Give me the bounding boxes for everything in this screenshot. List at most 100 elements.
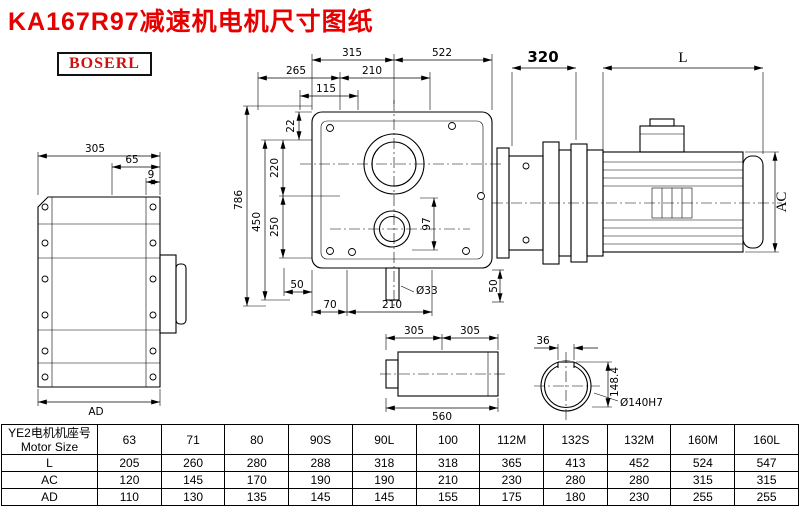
motor-size-label-cn: YE2电机机座号 xyxy=(8,425,91,440)
dim-front-50-right: 50 xyxy=(488,279,500,292)
side-view-bolt-holes xyxy=(41,203,157,381)
dim-bore-36: 36 xyxy=(536,335,550,347)
dim-front-265: 265 xyxy=(286,65,306,77)
motor-size-header-cell: YE2电机机座号 Motor Size xyxy=(1,424,98,455)
dim-front-22: 22 xyxy=(285,119,297,132)
motor-assembly-view xyxy=(492,118,782,265)
boserl-logo-text: BOSERL xyxy=(69,55,140,72)
motor-size-col-header: 132S xyxy=(543,424,608,455)
dimension-cell: 280 xyxy=(224,454,290,472)
dimension-cell: 205 xyxy=(97,454,162,472)
front-view-dimensions: 315 522 265 210 115 786 450 22 220 250 9… xyxy=(233,47,504,316)
dimension-cell: 175 xyxy=(479,488,545,506)
dimension-cell: 230 xyxy=(606,488,672,506)
dimension-cell: 318 xyxy=(351,454,417,472)
dim-shaft-305-left: 305 xyxy=(404,325,424,337)
dim-front-97: 97 xyxy=(421,217,433,230)
motor-size-col-header: 160M xyxy=(670,424,736,455)
dimension-cell: 365 xyxy=(479,454,545,472)
dimension-cell: 280 xyxy=(543,471,608,489)
dimension-cell: 280 xyxy=(606,471,672,489)
dim-front-33: Ø33 xyxy=(416,285,438,297)
motor-size-col-header: 63 xyxy=(97,424,162,455)
dimension-cell: 315 xyxy=(734,471,799,489)
front-view xyxy=(300,100,504,308)
side-view-dimensions: 305 65 9 AD xyxy=(37,143,161,418)
dimension-cell: 145 xyxy=(351,488,417,506)
dimension-cell: 130 xyxy=(160,488,226,506)
dimension-cell: 135 xyxy=(224,488,290,506)
dim-front-50-left: 50 xyxy=(290,279,303,291)
dim-motor-AC: AC xyxy=(774,192,790,213)
dim-front-315: 315 xyxy=(342,47,362,59)
dim-front-115: 115 xyxy=(316,83,336,95)
dimension-cell: 315 xyxy=(670,471,736,489)
technical-drawing: 305 65 9 AD xyxy=(37,47,790,423)
terminal-box xyxy=(639,118,685,153)
dim-front-210-top: 210 xyxy=(362,65,382,77)
motor-size-col-header: 112M xyxy=(479,424,545,455)
motor-size-col-header: 90S xyxy=(288,424,353,455)
bore-dimensions: 36 148.4 Ø140H7 xyxy=(534,335,663,409)
bore-view xyxy=(534,352,600,420)
motor-size-col-header: 71 xyxy=(160,424,226,455)
dimension-cell: 155 xyxy=(415,488,481,506)
motor-size-label-en: Motor Size xyxy=(20,439,79,454)
motor-size-col-header: 160L xyxy=(734,424,799,455)
row-label: AC xyxy=(1,471,98,489)
dim-side-65: 65 xyxy=(125,154,138,166)
side-view xyxy=(37,196,187,388)
front-view-bolt-holes xyxy=(326,122,485,256)
motor-size-col-header: 132M xyxy=(606,424,672,455)
motor-size-col-header: 100 xyxy=(415,424,481,455)
boserl-logo: BOSERL xyxy=(57,52,152,76)
dim-side-9: 9 xyxy=(148,169,155,181)
dim-motor-L: L xyxy=(678,50,687,66)
dimension-cell: 190 xyxy=(351,471,417,489)
dim-shaft-560: 560 xyxy=(432,411,452,423)
dimension-cell: 547 xyxy=(734,454,799,472)
dimension-cell: 120 xyxy=(97,471,162,489)
dim-front-70: 70 xyxy=(323,299,336,311)
dim-front-220: 220 xyxy=(269,158,281,178)
dimension-cell: 145 xyxy=(160,471,226,489)
dim-front-210-bottom: 210 xyxy=(382,299,402,311)
dimension-cell: 230 xyxy=(479,471,545,489)
dim-shaft-305-right: 305 xyxy=(460,325,480,337)
dim-front-250: 250 xyxy=(269,217,281,237)
dim-motor-320: 320 xyxy=(527,48,558,66)
dimension-cell: 413 xyxy=(543,454,608,472)
row-label: L xyxy=(1,454,98,472)
dimension-cell: 190 xyxy=(288,471,353,489)
shaft-view xyxy=(380,351,506,397)
motor-dimensions: 320 L AC xyxy=(511,48,790,253)
dimension-cell: 524 xyxy=(670,454,736,472)
row-label: AD xyxy=(1,488,98,506)
dimension-cell: 255 xyxy=(670,488,736,506)
dimension-cell: 210 xyxy=(415,471,481,489)
dimension-cell: 145 xyxy=(288,488,353,506)
dim-side-AD: AD xyxy=(88,406,103,418)
dim-bore-140H7: Ø140H7 xyxy=(620,397,663,409)
dimension-cell: 452 xyxy=(606,454,672,472)
dim-side-305: 305 xyxy=(85,143,105,155)
dimension-cell: 318 xyxy=(415,454,481,472)
motor-size-col-header: 80 xyxy=(224,424,290,455)
shaft-dimensions: 305 305 560 xyxy=(385,325,499,423)
dimension-cell: 260 xyxy=(160,454,226,472)
dimension-cell: 255 xyxy=(734,488,799,506)
dim-bore-148-4: 148.4 xyxy=(609,367,621,397)
dim-front-786: 786 xyxy=(233,190,245,210)
dimension-cell: 110 xyxy=(97,488,162,506)
dimension-cell: 288 xyxy=(288,454,353,472)
dim-front-522: 522 xyxy=(432,47,452,59)
dimension-cell: 180 xyxy=(543,488,608,506)
dim-front-450: 450 xyxy=(251,212,263,232)
motor-size-col-header: 90L xyxy=(351,424,417,455)
